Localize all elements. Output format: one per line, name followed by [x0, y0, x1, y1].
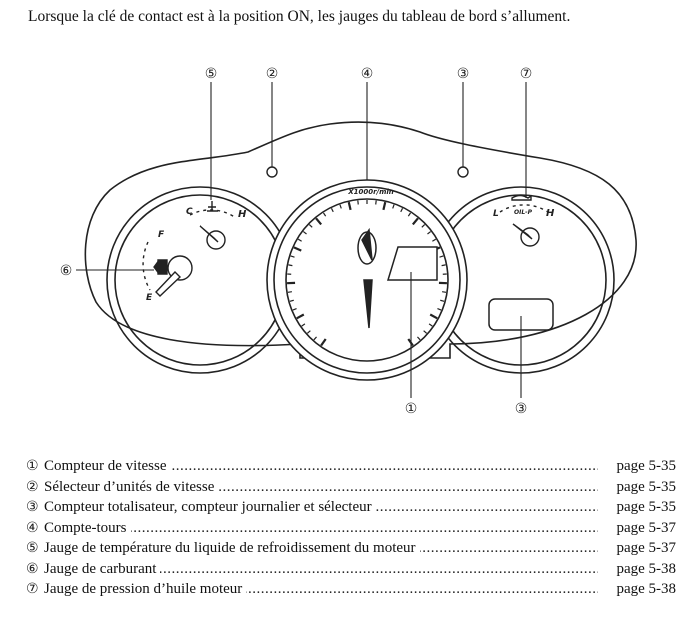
callout-5: ⑤: [205, 66, 218, 82]
legend-label: Jauge de pression d’huile moteur: [44, 579, 247, 600]
tachometer-tick: [407, 212, 412, 217]
callout-6: ⑥: [60, 263, 73, 279]
instrument-cluster-diagram: X1000r/min C H F E L H OIL-P: [60, 66, 637, 417]
legend-row: ②.......................................…: [26, 476, 676, 497]
callout-7: ⑦: [520, 66, 533, 82]
fuel-empty-label: E: [146, 293, 153, 303]
legend-row: ④.......................................…: [26, 517, 676, 538]
callout-4: ④: [361, 66, 374, 82]
tachometer-tick: [287, 291, 293, 293]
tachometer-tick: [290, 255, 295, 258]
tachometer-needle: [357, 227, 377, 329]
tachometer-tick: [293, 246, 302, 252]
tachometer-tick: [440, 299, 445, 302]
callout-3-bottom: ③: [515, 401, 528, 417]
speed-unit-selector-lamp: [266, 166, 278, 178]
tachometer-tick: [297, 238, 302, 242]
oil-pressure-gauge: [499, 194, 549, 247]
temperature-gauge: [189, 201, 237, 250]
legend-page: page 5-35: [598, 497, 676, 518]
legend-number: ①: [26, 458, 39, 474]
legend-label: Jauge de température du liquide de refro…: [44, 538, 420, 559]
cluster-housing: [84, 121, 637, 359]
fuel-gauge: [142, 241, 193, 297]
tach-unit-label: X1000r/min: [347, 188, 394, 196]
callout-leaders: [76, 82, 527, 398]
tachometer-tick: [400, 208, 404, 213]
legend-number: ③: [26, 499, 39, 515]
legend-page: page 5-37: [598, 538, 676, 559]
legend-row: ⑦.......................................…: [26, 579, 676, 600]
legend-page: page 5-35: [598, 456, 676, 477]
legend-label: Compteur de vitesse: [44, 456, 171, 477]
tachometer-tick: [439, 255, 444, 258]
legend-label: Jauge de carburant: [44, 558, 161, 579]
tachometer-tick: [302, 231, 307, 235]
oil-high-label: H: [546, 208, 555, 219]
tachometer-tick: [347, 201, 352, 211]
legend-number: ⑥: [26, 560, 39, 577]
legend-page: page 5-35: [598, 476, 676, 497]
temp-cold-label: C: [186, 207, 193, 217]
tachometer-tick: [428, 323, 433, 327]
legend-list: ①.......................................…: [26, 456, 676, 600]
callout-2: ②: [266, 66, 279, 82]
fuel-full-label: F: [158, 230, 165, 240]
tachometer-tick: [382, 201, 387, 211]
tachometer-tick: [421, 224, 426, 228]
tachometer-tick: [306, 330, 311, 334]
tachometer-tick: [429, 313, 438, 320]
tachometer-tick: [423, 330, 428, 334]
legend-label: Compteur totalisateur, compteur journali…: [44, 497, 376, 518]
odometer-selector-lamp: [457, 166, 469, 178]
legend-page: page 5-38: [598, 558, 676, 579]
legend-label: Sélecteur d’unités de vitesse: [44, 476, 219, 497]
legend-number: ④: [26, 519, 39, 536]
legend-label: Compte-tours: [44, 517, 131, 538]
tachometer-scale: [287, 200, 447, 347]
tachometer-tick: [301, 323, 306, 327]
tachometer-tick: [339, 204, 342, 209]
callout-1: ①: [405, 401, 418, 417]
tachometer-tick: [392, 204, 395, 209]
speedometer-display: [386, 246, 438, 281]
tachometer-tick: [313, 336, 317, 341]
tachometer-tick: [308, 224, 313, 228]
tachometer-tick: [417, 336, 421, 341]
tachometer-tick: [427, 231, 432, 235]
tachometer-tick: [432, 238, 437, 242]
callout-3-top: ③: [457, 66, 470, 82]
tachometer-tick: [441, 264, 446, 267]
legend-number: ⑤: [26, 540, 39, 556]
legend-row: ⑥.......................................…: [26, 558, 676, 579]
legend-row: ①.......................................…: [26, 456, 676, 477]
legend-number: ②: [26, 478, 39, 495]
legend-page: page 5-37: [598, 517, 676, 538]
tachometer-tick: [315, 217, 323, 226]
tachometer-tick: [288, 264, 293, 267]
tachometer-tick: [292, 307, 297, 311]
tachometer-tick: [320, 338, 327, 347]
intro-text: Lorsque la clé de contact est à la posit…: [28, 8, 571, 25]
oil-gauge-label: OIL-P: [514, 209, 533, 216]
legend-number: ⑦: [26, 581, 39, 597]
tachometer-tick: [330, 208, 334, 213]
legend-page: page 5-38: [598, 579, 676, 600]
tachometer-tick: [296, 313, 305, 320]
legend-row: ③.......................................…: [26, 497, 676, 518]
temp-hot-label: H: [238, 209, 247, 220]
legend-row: ⑤.......................................…: [26, 538, 676, 559]
tachometer-tick: [437, 307, 442, 311]
tachometer-tick: [411, 217, 419, 226]
oil-low-label: L: [493, 209, 499, 219]
tachometer-tick: [322, 212, 327, 217]
tachometer-tick: [289, 299, 294, 302]
tachometer-tick: [441, 291, 447, 293]
